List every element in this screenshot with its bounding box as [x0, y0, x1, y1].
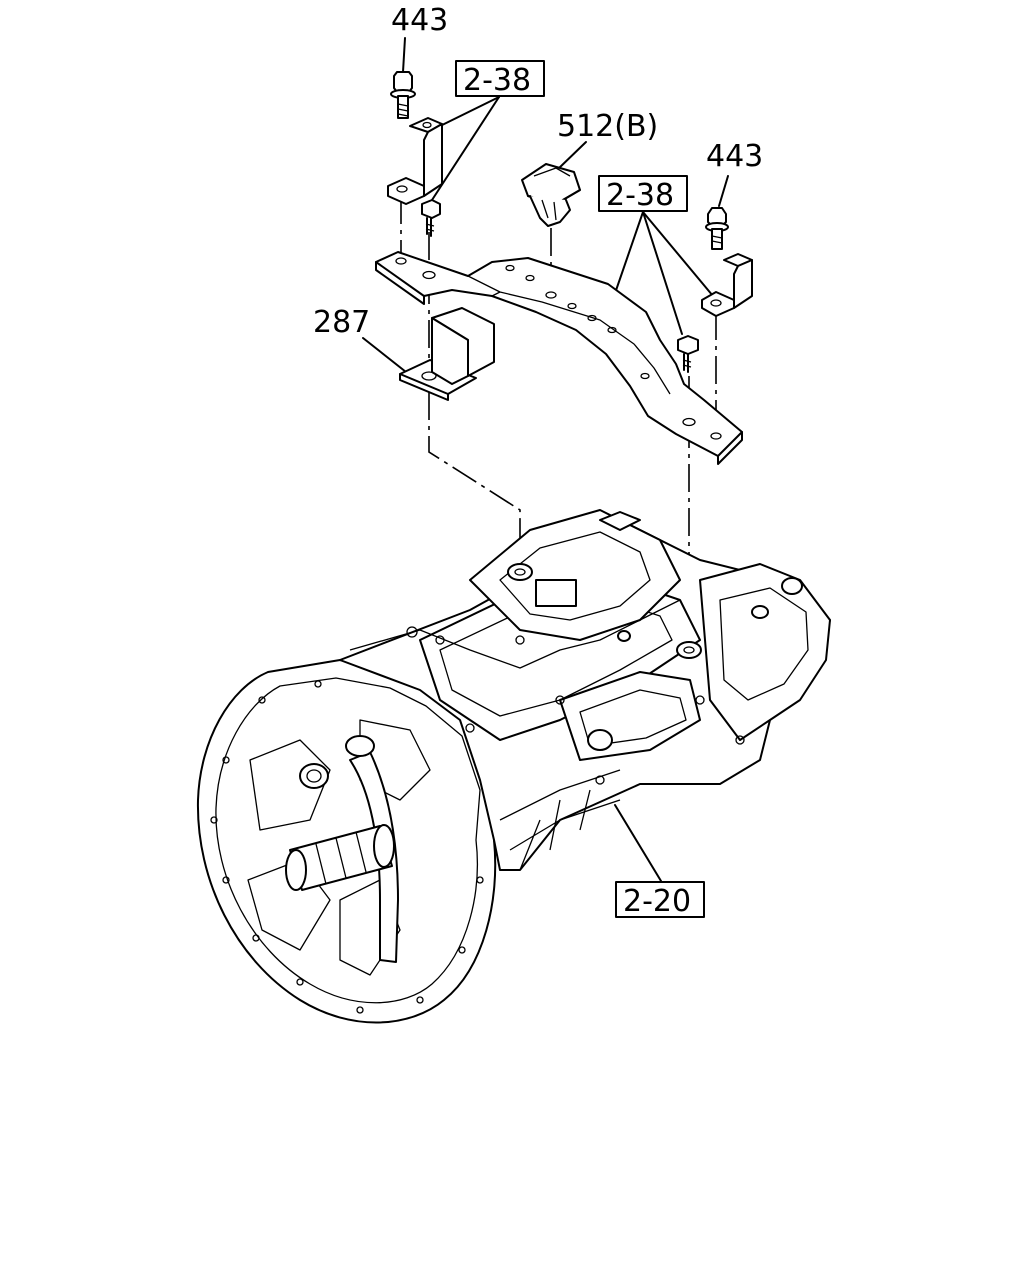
bolt-443-left — [390, 71, 416, 119]
ref-box-2-38-right: 2-38 — [598, 175, 688, 213]
ref-box-2-38-top: 2-38 — [455, 60, 545, 98]
label-512b: 512(B) — [557, 109, 658, 144]
label-2-38-top: 2-38 — [463, 63, 531, 98]
bolt-443-right — [705, 207, 729, 250]
bracket-left — [387, 117, 443, 205]
clip-512b — [521, 163, 581, 227]
stopper-287 — [399, 307, 495, 401]
label-2-38-right: 2-38 — [606, 178, 674, 213]
crossmember-bracket — [375, 251, 743, 465]
label-443-left: 443 — [391, 3, 448, 38]
ref-box-2-20: 2-20 — [615, 881, 705, 919]
label-2-20: 2-20 — [623, 884, 691, 919]
label-287: 287 — [313, 305, 370, 340]
label-443-right: 443 — [706, 139, 763, 174]
bolt-small-right — [677, 335, 699, 373]
leader-lines — [362, 37, 729, 882]
bolt-small-left — [421, 199, 441, 237]
transmission-assembly — [196, 509, 831, 1024]
bracket-right — [701, 253, 753, 317]
